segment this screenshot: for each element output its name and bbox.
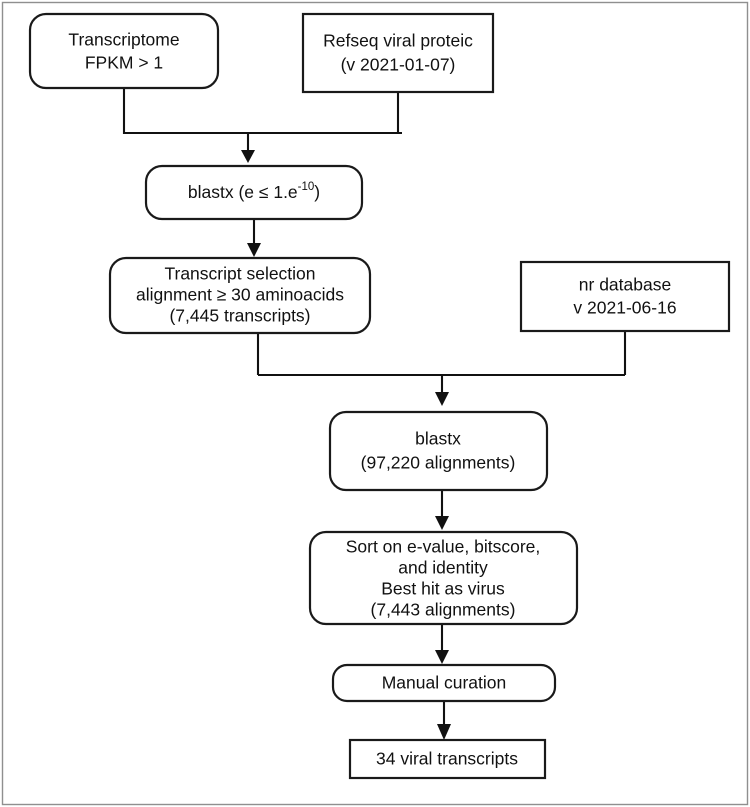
node-refseq-line-2: (v 2021-01-07) — [341, 55, 456, 75]
node-sort-step-line-4: (7,443 alignments) — [371, 600, 516, 620]
node-sort-step-line-1: Sort on e-value, bitscore, — [346, 537, 541, 557]
connector-transcriptome-to-merge1 — [122, 88, 402, 135]
node-sort-step[interactable]: Sort on e-value, bitscore, and identity … — [308, 530, 579, 626]
node-blastx1[interactable]: blastx (e ≤ 1.e-10) — [144, 164, 364, 221]
node-blastx2-line-2: (97,220 alignments) — [361, 453, 516, 473]
node-sort-step-line-2: and identity — [398, 558, 488, 578]
node-nr-database-shape — [519, 260, 731, 333]
node-sort-step-line-3: Best hit as virus — [381, 579, 505, 599]
node-transcript-selection-line-3: (7,445 transcripts) — [169, 306, 310, 326]
node-transcriptome-shape — [28, 12, 220, 90]
node-result[interactable]: 34 viral transcripts — [348, 738, 547, 780]
node-blastx1-shape — [144, 164, 364, 221]
node-transcript-selection-shape — [108, 256, 372, 335]
node-blastx2-shape — [328, 410, 549, 492]
node-blastx1-text-superscript: -10 — [298, 181, 315, 193]
arrowhead-to-result — [437, 724, 451, 740]
node-result-shape — [348, 738, 547, 780]
arrowhead-to-transcript-selection — [247, 243, 261, 257]
node-manual-curation-label: Manual curation — [382, 673, 507, 693]
node-transcriptome-line-2: FPKM > 1 — [85, 53, 163, 73]
node-refseq-line-1: Refseq viral proteic — [323, 31, 473, 51]
connector-layer — [122, 88, 627, 740]
node-blastx1-text-main: blastx (e ≤ 1.e — [188, 182, 298, 202]
node-blastx2[interactable]: blastx (97,220 alignments) — [328, 410, 549, 492]
arrowhead-to-blastx1 — [241, 150, 255, 163]
node-transcriptome-line-1: Transcriptome — [68, 30, 179, 50]
arrowhead-to-blastx2 — [435, 392, 449, 406]
node-manual-curation-shape — [331, 663, 557, 703]
node-nr-database-line-1: nr database — [579, 275, 671, 295]
node-manual-curation[interactable]: Manual curation — [331, 663, 557, 703]
node-refseq-shape — [301, 12, 495, 94]
node-transcriptome[interactable]: Transcriptome FPKM > 1 — [28, 12, 220, 90]
node-result-label: 34 viral transcripts — [376, 749, 518, 769]
node-refseq[interactable]: Refseq viral proteic (v 2021-01-07) — [301, 12, 495, 94]
node-sort-step-shape — [308, 530, 579, 626]
node-blastx1-label: blastx (e ≤ 1.e-10) — [188, 181, 320, 202]
arrowhead-to-manual-curation — [435, 650, 449, 664]
node-nr-database-line-2: v 2021-06-16 — [573, 298, 676, 318]
node-blastx2-line-1: blastx — [415, 429, 461, 449]
node-transcript-selection-line-2: alignment ≥ 30 aminoacids — [136, 285, 344, 305]
node-blastx1-text-tail: ) — [314, 182, 320, 202]
node-transcript-selection[interactable]: Transcript selection alignment ≥ 30 amin… — [108, 256, 372, 335]
arrowhead-to-sort — [435, 516, 449, 530]
node-transcript-selection-line-1: Transcript selection — [164, 264, 315, 284]
node-nr-database[interactable]: nr database v 2021-06-16 — [519, 260, 731, 333]
